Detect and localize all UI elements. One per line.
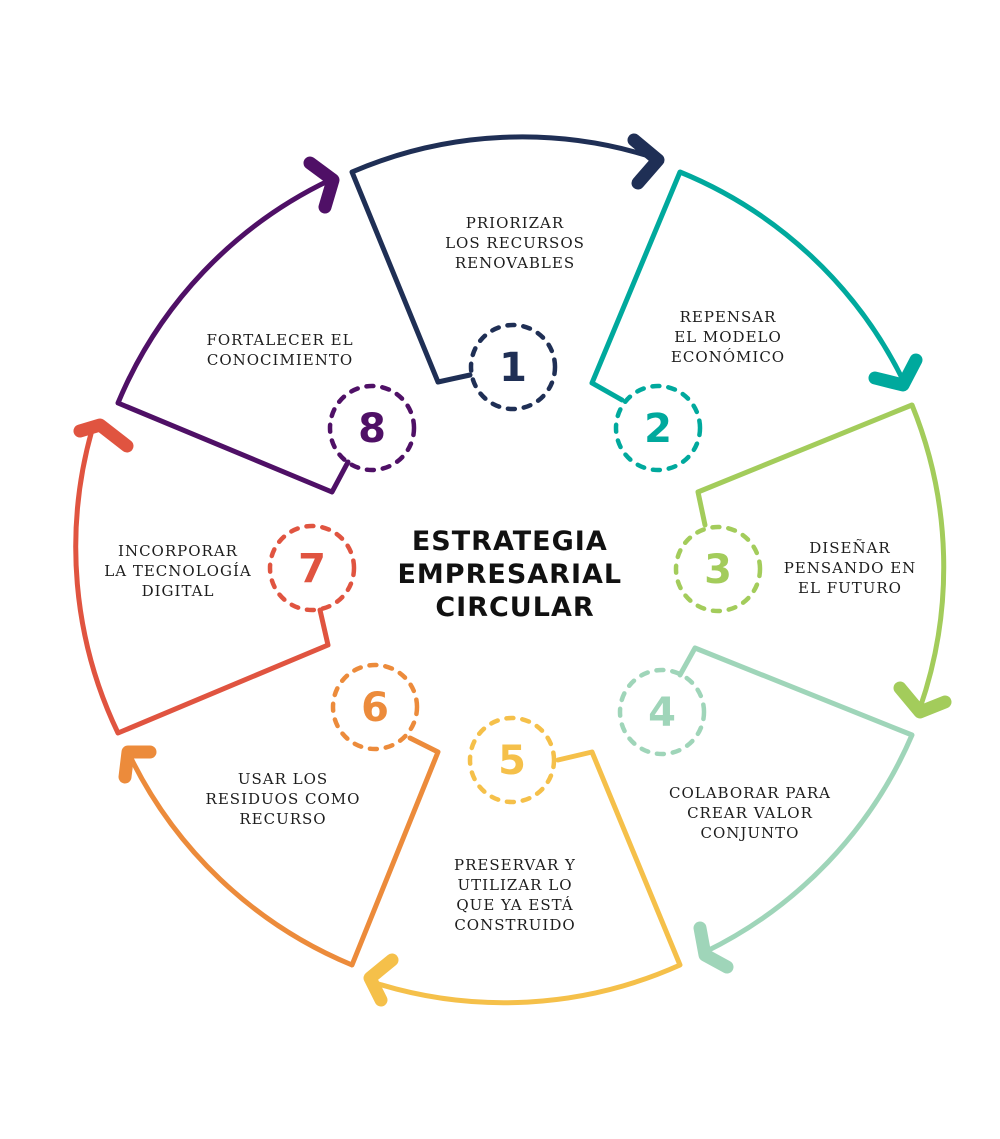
label-line: LOS RECURSOS [445, 234, 585, 252]
arrow-icon [868, 353, 923, 392]
segment-outline [349, 134, 658, 385]
label-line: CONSTRUIDO [454, 916, 575, 934]
step-7: 7 INCORPORAR LA TECNOLOGÍA DIGITAL [73, 418, 357, 736]
number-ring [673, 524, 763, 614]
step-3: 3 DISEÑAR PENSANDO EN EL FUTURO [673, 402, 952, 719]
step-2: 2 REPENSAR EL MODELO ECONÓMICO [589, 169, 923, 473]
number-ring [617, 667, 707, 757]
arrow-icon [363, 953, 399, 1007]
arrow-icon [303, 156, 340, 214]
step-label: PRIORIZAR LOS RECURSOS RENOVABLES [445, 214, 585, 272]
label-line: REPENSAR [680, 308, 777, 326]
label-line: INCORPORAR [118, 542, 238, 560]
number-ring [267, 523, 357, 613]
arrow-icon [118, 745, 157, 784]
title-line: CIRCULAR [435, 592, 594, 623]
label-line: ECONÓMICO [671, 348, 785, 366]
step-label: REPENSAR EL MODELO ECONÓMICO [671, 308, 785, 366]
label-line: DISEÑAR [809, 539, 890, 557]
arrow-icon [693, 921, 734, 974]
segment-outline [369, 749, 683, 1006]
label-line: RECURSO [239, 810, 326, 828]
step-1: 1 PRIORIZAR LOS RECURSOS RENOVABLES [349, 133, 665, 412]
segment-outline [589, 169, 906, 403]
segment-outline [73, 427, 331, 736]
label-line: PRIORIZAR [466, 214, 564, 232]
label-line: PENSANDO EN [784, 559, 917, 577]
step-number: 2 [644, 406, 672, 452]
step-number: 3 [704, 547, 732, 593]
number-ring [468, 322, 558, 412]
title-line: ESTRATEGIA [412, 526, 608, 557]
step-number: 8 [358, 406, 386, 452]
step-label: INCORPORAR LA TECNOLOGÍA DIGITAL [104, 542, 251, 600]
arrow-icon [73, 418, 134, 453]
number-ring [327, 383, 417, 473]
label-line: DIGITAL [142, 582, 215, 600]
label-line: LA TECNOLOGÍA [104, 562, 251, 580]
step-number: 7 [298, 546, 326, 592]
label-line: FORTALECER EL [206, 331, 353, 349]
label-line: CONOCIMIENTO [207, 351, 353, 369]
number-ring [330, 662, 420, 752]
step-number: 1 [499, 345, 527, 391]
segment-outline [695, 402, 947, 711]
label-line: USAR LOS [238, 770, 328, 788]
step-label: FORTALECER EL CONOCIMIENTO [206, 331, 353, 369]
label-line: CREAR VALOR [687, 804, 813, 822]
segment-outline [125, 735, 441, 968]
segment-outline [677, 645, 915, 955]
segment-outline [115, 177, 351, 495]
label-line: RENOVABLES [455, 254, 575, 272]
center-title: ESTRATEGIA EMPRESARIAL CIRCULAR [397, 526, 632, 623]
title-line: EMPRESARIAL [397, 559, 622, 590]
number-ring [613, 383, 703, 473]
step-label: COLABORAR PARA CREAR VALOR CONJUNTO [669, 784, 831, 842]
label-line: PRESERVAR Y [454, 856, 576, 874]
step-number: 6 [361, 685, 389, 731]
step-label: DISEÑAR PENSANDO EN EL FUTURO [784, 539, 917, 597]
label-line: QUE YA ESTÁ [456, 896, 573, 914]
step-label: PRESERVAR Y UTILIZAR LO QUE YA ESTÁ CONSTRU… [454, 856, 576, 934]
label-line: CONJUNTO [701, 824, 800, 842]
label-line: EL FUTURO [798, 579, 902, 597]
label-line: UTILIZAR LO [457, 876, 572, 894]
arrow-icon [627, 133, 665, 190]
step-number: 4 [648, 690, 676, 736]
label-line: RESIDUOS COMO [206, 790, 361, 808]
step-label: USAR LOS RESIDUOS COMO RECURSO [206, 770, 361, 828]
step-8: 8 FORTALECER EL CONOCIMIENTO [115, 156, 417, 495]
number-ring [467, 715, 557, 805]
arrow-icon [893, 681, 952, 719]
label-line: COLABORAR PARA [669, 784, 831, 802]
step-number: 5 [498, 738, 526, 784]
label-line: EL MODELO [674, 328, 782, 346]
